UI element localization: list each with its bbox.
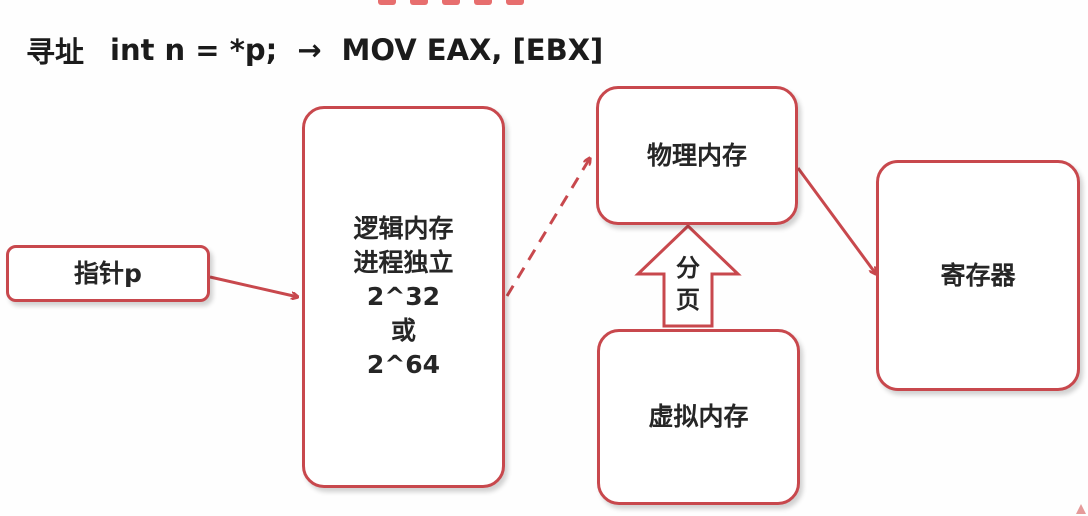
paging-char-1: 分 xyxy=(676,254,700,282)
paging-char-2: 页 xyxy=(676,286,700,314)
logical-line-2: 进程独立 xyxy=(353,248,454,277)
pointer-label: 指针p xyxy=(74,258,142,288)
paging-up-arrow xyxy=(634,223,742,328)
virtual-memory-box: 虚拟内存 xyxy=(597,329,800,505)
cropped-glyph xyxy=(378,0,396,5)
cropped-glyph xyxy=(410,0,428,5)
cropped-title-fragment xyxy=(378,0,568,6)
arrow-logical-to-physical xyxy=(505,158,590,297)
cropped-glyph xyxy=(506,0,524,5)
heading-prefix: 寻址 xyxy=(26,35,85,69)
logical-memory-box: 逻辑内存 进程独立 2^32 或 2^64 xyxy=(302,106,505,488)
watermark xyxy=(1076,504,1086,514)
logical-line-5: 2^64 xyxy=(366,350,441,379)
heading-asm: MOV EAX, [EBX] xyxy=(341,33,604,67)
physical-memory-box: 物理内存 xyxy=(596,86,798,225)
arrow-physical-to-register xyxy=(796,167,876,274)
cropped-glyph xyxy=(442,0,460,5)
cropped-glyph xyxy=(474,0,492,5)
logical-line-3: 2^32 xyxy=(366,282,441,311)
watermark-logo-icon xyxy=(1076,504,1086,514)
virtual-label: 虚拟内存 xyxy=(648,402,749,431)
logical-line-4: 或 xyxy=(390,316,416,345)
register-box: 寄存器 xyxy=(876,160,1080,391)
register-label: 寄存器 xyxy=(940,260,1016,290)
heading-code: int n = *p; xyxy=(110,33,278,67)
arrow-pointer-to-logical xyxy=(209,275,298,297)
pointer-box: 指针p xyxy=(6,245,210,302)
heading-arrow: → xyxy=(297,33,322,67)
heading: 寻址 int n = *p; → MOV EAX, [EBX] xyxy=(26,24,603,76)
logical-line-1: 逻辑内存 xyxy=(353,214,454,243)
paging-label: 分 页 xyxy=(668,252,708,316)
physical-label: 物理内存 xyxy=(646,140,747,170)
